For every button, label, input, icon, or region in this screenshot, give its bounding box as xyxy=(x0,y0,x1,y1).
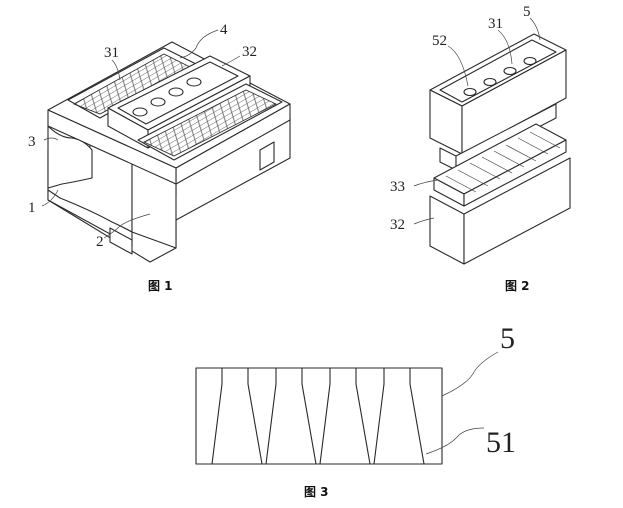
figure-3-drawing xyxy=(195,351,499,465)
fig1-label-1: 1 xyxy=(28,200,36,216)
figure-1-drawing xyxy=(41,29,291,263)
fig3-caption: 图 3 xyxy=(304,485,329,499)
fig1-label-2: 2 xyxy=(96,234,104,250)
fig2-label-52: 52 xyxy=(432,33,447,49)
fig1-label-32: 32 xyxy=(242,44,257,60)
fig1-label-3: 3 xyxy=(28,134,36,150)
fig1-caption: 图 1 xyxy=(148,279,173,293)
figure-2-drawing xyxy=(413,17,571,265)
fig3-label-5: 5 xyxy=(500,322,515,355)
fig2-label-31: 31 xyxy=(488,16,503,32)
fig3-label-51: 51 xyxy=(486,426,516,459)
fig1-label-31: 31 xyxy=(104,45,119,61)
fig2-label-33: 33 xyxy=(390,179,405,195)
fig2-label-32: 32 xyxy=(390,217,405,233)
fig2-label-5: 5 xyxy=(523,4,531,20)
fig2-caption: 图 2 xyxy=(505,279,530,293)
fig1-label-4: 4 xyxy=(220,22,228,38)
